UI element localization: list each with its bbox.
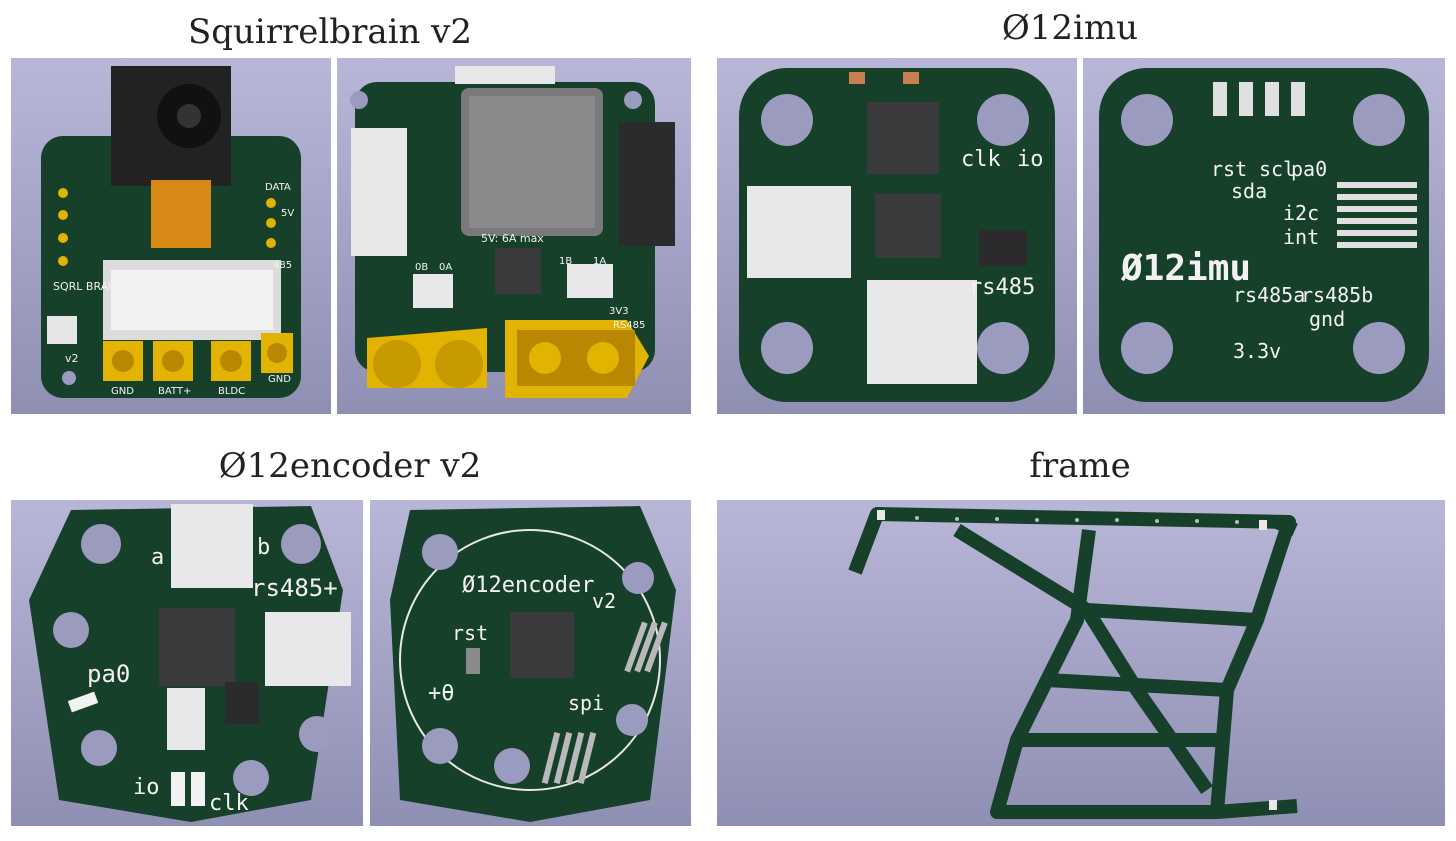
label-0b: 0B xyxy=(415,262,428,273)
label-a: a xyxy=(151,545,164,570)
imu-back-panel: Ø12imu rst sda scl pa0 i2c int rs485b gn… xyxy=(1083,58,1445,414)
label-int: int xyxy=(1283,225,1319,249)
label-io: io xyxy=(133,775,160,800)
imu-front-board: clk io rs485 xyxy=(739,68,1055,402)
frame-board xyxy=(848,507,1298,819)
board-label: SQRL BRAIN xyxy=(53,280,120,293)
imu-title: Ø12imu xyxy=(1001,8,1139,48)
pad-label-gnd-1: GND xyxy=(111,386,134,397)
pad-label-batt: BATT+ xyxy=(158,386,191,397)
label-clk: clk xyxy=(961,147,1001,172)
power-label: 5V: 6A max xyxy=(481,232,544,245)
pad-label-bldc: BLDC xyxy=(218,386,245,397)
imu-front-panel: clk io rs485 xyxy=(717,58,1077,414)
label-1a: 1A xyxy=(593,256,606,267)
label-spi: spi xyxy=(568,691,604,715)
encoder-version: v2 xyxy=(592,589,616,613)
imu-name: Ø12imu xyxy=(1120,248,1251,289)
squirrelbrain-title: Squirrelbrain v2 xyxy=(187,12,473,52)
squirrelbrain-front-panel: SQRL BRAIN v2 GND BATT+ BLDC GND DATA 5V… xyxy=(11,58,331,414)
squirrelbrain-back-panel: 5V: 6A max 0B 0A 1B 1A 3V3 RS485 xyxy=(337,58,691,414)
label-rs485-plus: rs485+ xyxy=(251,574,338,602)
imu-back-board: Ø12imu rst sda scl pa0 i2c int rs485b gn… xyxy=(1099,68,1429,402)
encoder-back-panel: Ø12encoder v2 rst +θ spi xyxy=(370,500,691,826)
side-label-5v: 5V xyxy=(281,208,294,219)
label-1b: 1B xyxy=(559,256,572,267)
label-scl: scl xyxy=(1259,157,1295,181)
label-rs485: RS485 xyxy=(613,320,645,331)
side-label-data: DATA xyxy=(265,182,291,193)
label-pa0: pa0 xyxy=(87,660,130,688)
label-io: io xyxy=(1017,147,1044,172)
label-clk: clk xyxy=(209,791,249,816)
version-label: v2 xyxy=(65,352,79,365)
label-rs485a: rs485a xyxy=(1233,283,1305,307)
frame-title: frame xyxy=(1029,446,1131,486)
encoder-front-board: a b rs485+ pa0 io clk xyxy=(29,504,351,822)
squirrelbrain-front-board: SQRL BRAIN v2 GND BATT+ BLDC GND DATA 5V… xyxy=(41,66,301,398)
side-label-485: 485 xyxy=(273,260,292,271)
label-rs485: rs485 xyxy=(969,275,1035,300)
label-rst: rst xyxy=(452,621,488,645)
encoder-back-board: Ø12encoder v2 rst +θ spi xyxy=(390,506,676,822)
label-3v3: 3.3v xyxy=(1233,339,1281,363)
label-sda: sda xyxy=(1231,179,1267,203)
encoder-name: Ø12encoder xyxy=(462,573,594,598)
squirrelbrain-back-board: 5V: 6A max 0B 0A 1B 1A 3V3 RS485 xyxy=(350,66,675,398)
label-pa0: pa0 xyxy=(1291,157,1327,181)
label-theta: +θ xyxy=(428,681,455,706)
label-b: b xyxy=(257,535,270,560)
pad-label-gnd-2: GND xyxy=(268,374,291,385)
label-rst: rst xyxy=(1211,157,1247,181)
encoder-front-panel: a b rs485+ pa0 io clk xyxy=(11,500,363,826)
label-0a: 0A xyxy=(439,262,452,273)
label-rs485b: rs485b xyxy=(1301,283,1373,307)
label-i2c: i2c xyxy=(1283,201,1319,225)
encoder-title: Ø12encoder v2 xyxy=(218,446,482,486)
label-3v3: 3V3 xyxy=(609,306,629,317)
label-gnd: gnd xyxy=(1309,307,1345,331)
frame-panel xyxy=(717,500,1445,826)
